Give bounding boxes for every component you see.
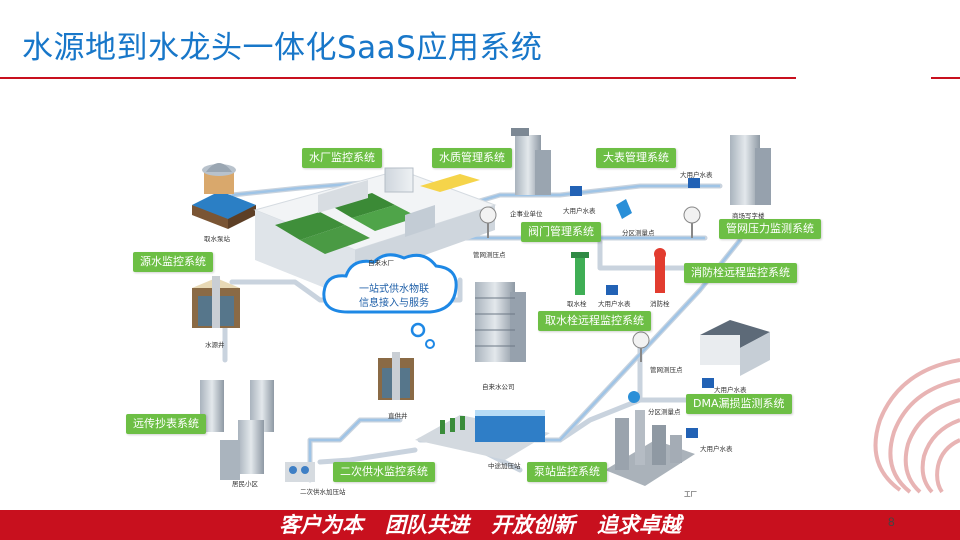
- cloud-caption-line2: 信息接入与服务: [359, 298, 429, 309]
- system-label-source-water: 源水监控系统: [133, 252, 213, 272]
- mall-office-building-icon: [730, 135, 771, 205]
- node-label: 商场写字楼: [732, 212, 765, 220]
- water-meter-icon: [570, 178, 714, 438]
- decorative-swirl-icon: [873, 358, 960, 494]
- node-label: 分区测量点: [622, 229, 655, 237]
- page-number: 8: [888, 515, 895, 529]
- system-label-dma: DMA漏损监测系统: [686, 394, 792, 414]
- dma-building-icon: [700, 320, 770, 376]
- cloud-caption-line1: 一站式供水物联: [359, 284, 429, 295]
- system-label-pipe-pressure: 管网压力监测系统: [719, 219, 821, 239]
- footer-bar: 客户为本 团队共进 开放创新 追求卓越: [0, 510, 960, 540]
- water-company-building-icon: [475, 282, 526, 362]
- direct-well-icon: [378, 352, 414, 400]
- page-title: 水源地到水龙头一体化SaaS应用系统: [22, 30, 543, 66]
- enterprise-building-icon: [511, 128, 551, 195]
- node-label: 取水栓: [567, 300, 587, 308]
- water-system-diagram: [192, 128, 960, 494]
- system-label-water-tap: 取水栓远程监控系统: [538, 311, 651, 331]
- node-label: 大用户水表: [598, 300, 631, 308]
- cloud-icon: [322, 253, 458, 349]
- node-label: 自来水厂: [368, 259, 394, 267]
- node-label: 管网测压点: [650, 366, 683, 374]
- source-well-icon: [192, 276, 240, 328]
- system-label-remote-reading: 远传抄表系统: [126, 414, 206, 434]
- booster-station-icon: [415, 410, 550, 460]
- cloud-caption: 一站式供水物联 信息接入与服务: [336, 283, 452, 311]
- intake-pump-station-icon: [192, 163, 256, 229]
- node-label: 企事业单位: [510, 210, 543, 218]
- node-label: 自来水公司: [482, 383, 515, 391]
- system-label-water-quality: 水质管理系统: [432, 148, 512, 168]
- title-divider: [0, 77, 796, 79]
- node-label: 大用户水表: [680, 171, 713, 179]
- residential-buildings-icon: [200, 380, 274, 480]
- node-label: 中途加压站: [488, 462, 521, 470]
- node-label: 工厂: [684, 490, 697, 498]
- node-label: 大用户水表: [714, 386, 747, 394]
- system-label-valve: 阀门管理系统: [521, 222, 601, 242]
- node-label: 居民小区: [232, 480, 258, 488]
- hydrant-icon: [571, 248, 666, 295]
- title-divider-right: [931, 77, 960, 79]
- node-label: 大用户水表: [700, 445, 733, 453]
- pressure-gauge-icon: [632, 331, 650, 362]
- factory-icon: [605, 410, 695, 486]
- node-label: 分区测量点: [648, 408, 681, 416]
- node-label: 二次供水加压站: [300, 488, 346, 496]
- system-label-pump-station: 泵站监控系统: [527, 462, 607, 482]
- node-label: 水源井: [205, 341, 225, 349]
- system-label-secondary-supply: 二次供水监控系统: [333, 462, 435, 482]
- node-label: 直供井: [388, 412, 408, 420]
- node-label: 管网测压点: [473, 251, 506, 259]
- system-label-large-meter: 大表管理系统: [596, 148, 676, 168]
- secondary-pump-station-icon: [285, 462, 315, 482]
- footer-slogan: 客户为本 团队共进 开放创新 追求卓越: [279, 512, 681, 537]
- system-label-hydrant: 消防栓远程监控系统: [684, 263, 797, 283]
- pressure-gauge-icon: [479, 206, 497, 238]
- water-plant-icon: [253, 167, 497, 300]
- system-label-water-plant: 水厂监控系统: [302, 148, 382, 168]
- node-label: 大用户水表: [563, 207, 596, 215]
- node-label: 取水泵站: [204, 235, 230, 243]
- pressure-gauge-icon: [683, 206, 701, 238]
- node-label: 消防栓: [650, 300, 670, 308]
